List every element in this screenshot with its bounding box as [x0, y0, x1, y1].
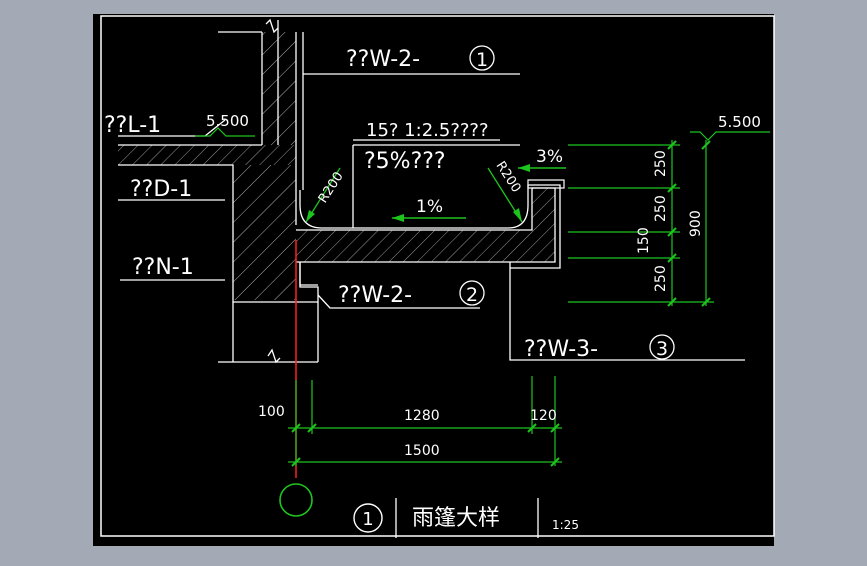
ref-w2-1-circle — [469, 45, 495, 71]
ref-w2-1-num: 1 — [476, 49, 488, 71]
horizontal-dimensions: 100 1280 120 1500 — [258, 376, 562, 467]
dim-120: 120 — [530, 408, 557, 424]
dim-150: 150 — [636, 227, 652, 254]
level-left: 5.500 — [195, 112, 255, 137]
dim-250-c: 250 — [653, 265, 669, 292]
slope-3-indicator: 3% — [518, 147, 566, 172]
note-slope: ?5%??? — [364, 149, 446, 174]
ref-w2-2-circle — [459, 280, 485, 306]
svg-text:3%: 3% — [536, 147, 563, 167]
detail-title: 1 雨篷大样 1:25 — [353, 498, 579, 538]
title-name: 雨篷大样 — [412, 506, 500, 531]
dim-1280: 1280 — [404, 408, 440, 424]
wall-section — [118, 18, 319, 364]
svg-text:5.500: 5.500 — [718, 113, 761, 131]
leaders — [118, 73, 745, 361]
ref-n1: ??N-1 — [132, 255, 194, 280]
level-right: 5.500 — [690, 113, 770, 141]
slope-1-indicator: 1% — [392, 197, 466, 222]
note-mortar: 15? 1:2.5???? — [366, 120, 489, 141]
title-number: 1 — [362, 509, 373, 530]
title-scale: 1:25 — [552, 518, 579, 532]
canopy-slab — [296, 144, 565, 286]
ref-w3-3-num: 3 — [656, 338, 668, 360]
vertical-dimensions: 250 250 150 250 900 — [568, 140, 714, 307]
ref-w2-2: ??W-2- — [338, 283, 412, 308]
svg-text:1%: 1% — [416, 197, 443, 217]
dim-100: 100 — [258, 404, 285, 420]
dim-1500: 1500 — [404, 443, 440, 459]
ref-w2-1: ??W-2- — [346, 47, 420, 72]
ref-l1: ??L-1 — [104, 113, 161, 138]
ref-w3-3: ??W-3- — [524, 337, 598, 362]
drawing-frame — [100, 15, 775, 537]
dim-900: 900 — [688, 210, 704, 237]
svg-text:5.500: 5.500 — [206, 112, 249, 130]
dim-250-a: 250 — [653, 150, 669, 177]
ref-d1: ??D-1 — [130, 177, 192, 202]
dim-250-b: 250 — [653, 195, 669, 222]
axis-bubble — [279, 483, 313, 517]
ref-w2-2-num: 2 — [466, 284, 478, 306]
ref-w3-3-circle — [649, 334, 675, 360]
